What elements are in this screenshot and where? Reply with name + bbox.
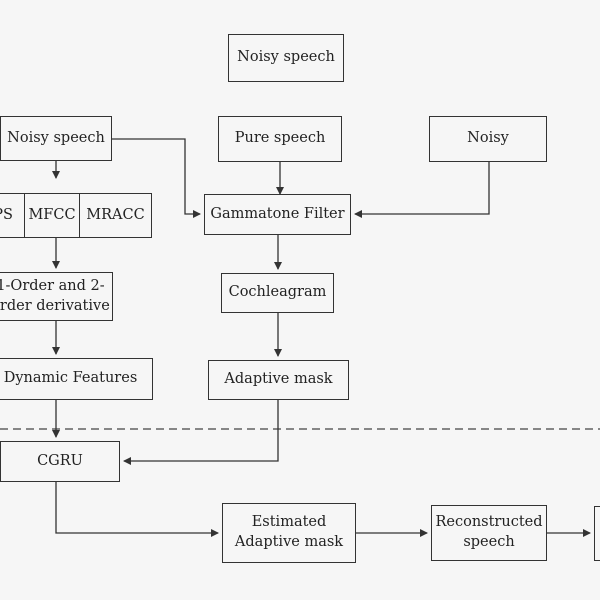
node-cochleagram: Cochleagram: [221, 273, 334, 313]
node-label: Adaptive mask: [224, 371, 333, 388]
arrow-adaptive-mask-to-cgru: [123, 400, 279, 465]
node-label: Dynamic Features: [3, 370, 138, 387]
node-gammatone-filter: Gammatone Filter: [204, 194, 351, 235]
arrow-cgru-to-estimated-mask: [55, 482, 219, 537]
arrow-noisy-speech-to-gammatone: [112, 138, 201, 218]
node-label: Noisy: [467, 130, 509, 147]
node-label: Cochleagram: [228, 284, 327, 301]
node-label: Reconstructed speech: [435, 514, 543, 550]
node-adaptive-mask: Adaptive mask: [208, 360, 349, 400]
node-label: Noisy speech: [237, 49, 335, 66]
node-label: Noisy speech: [7, 129, 105, 146]
node-ps: PS: [0, 193, 25, 238]
node-derivative: 1-Order and 2- order derivative: [0, 272, 113, 321]
node-noisy-speech-top: Noisy speech: [228, 34, 344, 82]
node-noisy-speech-input: Noisy speech: [0, 116, 112, 161]
node-estimated-adaptive-mask: Estimated Adaptive mask: [222, 503, 356, 563]
node-mracc: MRACC: [79, 193, 152, 238]
node-label: CGRU: [37, 452, 83, 469]
node-pure-speech: Pure speech: [218, 116, 342, 162]
node-output-partial: [594, 506, 600, 561]
arrow-noisy-to-gammatone: [354, 162, 490, 218]
node-label: Pure speech: [234, 130, 326, 147]
node-label: Estimated Adaptive mask: [234, 514, 344, 550]
node-label: Gammatone Filter: [210, 205, 345, 222]
node-noisy: Noisy: [429, 116, 547, 162]
node-label: MRACC: [86, 206, 145, 223]
node-label: MFCC: [28, 206, 76, 223]
node-reconstructed-speech: Reconstructed speech: [431, 505, 547, 561]
node-label: PS: [0, 206, 13, 223]
node-dynamic-features: Dynamic Features: [0, 358, 153, 400]
node-cgru: CGRU: [0, 441, 120, 482]
node-mfcc: MFCC: [24, 193, 80, 238]
node-label: 1-Order and 2- order derivative: [0, 277, 110, 314]
